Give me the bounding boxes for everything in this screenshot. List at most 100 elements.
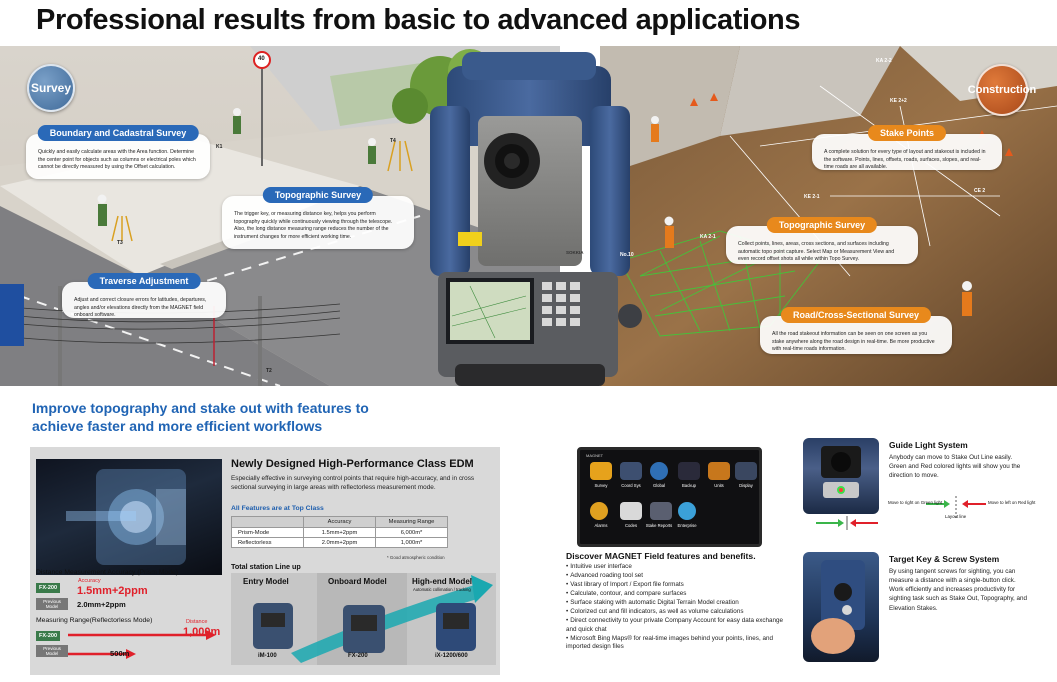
guide-light-illustration: [821, 446, 861, 498]
range-previous-tag: Previous Model: [36, 645, 68, 658]
card-road-survey: Road/Cross-Sectional Survey All the road…: [760, 307, 952, 354]
card-boundary-text: Quickly and easily calculate areas with …: [38, 149, 196, 171]
guide-light-image: [803, 438, 879, 514]
lineup-onboard-model: FX-200: [348, 653, 368, 659]
card-traverse: Traverse Adjustment Adjust and correct c…: [62, 273, 226, 318]
spec-col-blank: [231, 516, 304, 528]
card-stake-points: Stake Points A complete solution for eve…: [812, 125, 1002, 171]
list-item: Advanced roading tool set: [566, 572, 786, 581]
accuracy-previous-value: 2.0mm+2ppm: [77, 600, 126, 609]
spec-cell: 2.0mm+2ppm: [303, 537, 376, 548]
card-road-title: Road/Cross-Sectional Survey: [780, 307, 932, 323]
survey-badge: Survey: [27, 64, 75, 112]
guide-left-label: Move to left on Red light: [988, 500, 1036, 505]
subheading-line-2: achieve faster and more efficient workfl…: [32, 418, 323, 435]
units-app-icon[interactable]: [708, 462, 730, 480]
global-app-icon[interactable]: [650, 462, 668, 480]
accuracy-fx200-value: 1.5mm+2ppm: [77, 585, 148, 597]
coord-sys-app-icon[interactable]: [620, 462, 642, 480]
units-app-label: Units: [714, 483, 724, 488]
display-app-icon[interactable]: [735, 462, 757, 480]
edm-panel: Newly Designed High-Performance Class ED…: [30, 447, 500, 675]
spec-table-header: Accuracy Measuring Range: [231, 516, 448, 528]
codes-app-icon[interactable]: [620, 502, 642, 520]
lineup-illustration: [253, 573, 493, 665]
point-label-ke21: KE 2-1: [804, 194, 820, 200]
card-topo-right: Topographic Survey Collect points, lines…: [726, 217, 918, 264]
lineup-heading: Total station Line up: [231, 562, 301, 571]
card-stake-text: A complete solution for every type of la…: [824, 149, 986, 171]
spec-cell: 6,000m*: [375, 527, 448, 538]
spec-table: Accuracy Measuring Range Prism-Mode 1.5m…: [231, 516, 448, 548]
target-key-image: [803, 552, 879, 662]
alarms-app-icon[interactable]: [590, 502, 608, 520]
list-item: Colorized cut and fill indicators, as we…: [566, 608, 786, 617]
spec-cell: Reflectorless: [231, 537, 304, 548]
backup-app-icon[interactable]: [678, 462, 700, 480]
card-boundary-survey: Boundary and Cadastral Survey Quickly an…: [26, 125, 210, 179]
range-fx200-value: 1,000m: [183, 626, 221, 638]
enterprise-app-icon[interactable]: [678, 502, 696, 520]
point-label-t3: T3: [117, 240, 123, 246]
guide-layout-line-label: Layout line: [945, 514, 967, 519]
spec-cell: Prism-Mode: [231, 527, 304, 538]
survey-app-label: Survey: [594, 483, 608, 488]
point-label-ce2: CE 2: [974, 188, 986, 194]
global-app-label: Global: [652, 483, 666, 488]
guide-light-diagram: [926, 496, 986, 518]
stake-reports-app-icon[interactable]: [650, 502, 672, 520]
edm-cutaway-illustration: [66, 469, 186, 565]
guide-light-title: Guide Light System: [889, 440, 968, 450]
total-station-illustration: [430, 52, 642, 386]
codes-app-label: Codes: [624, 523, 638, 528]
enterprise-app-label: Enterprise: [677, 523, 697, 528]
spec-cell: 1.5mm+2ppm: [303, 527, 376, 538]
features-heading: All Features are at Top Class: [231, 505, 324, 512]
construction-badge: Construction: [968, 64, 1036, 116]
point-label-ka21: KA 2-1: [700, 234, 716, 240]
card-road-text: All the road stakeout information can be…: [772, 331, 935, 353]
lineup-entry-label: Entry Model: [243, 577, 289, 586]
list-item: Microsoft Bing Maps® for real-time image…: [566, 635, 786, 653]
table-row: Prism-Mode 1.5mm+2ppm 6,000m*: [231, 527, 448, 538]
point-label-ke22: KE 2+2: [890, 98, 907, 104]
page-headline: Professional results from basic to advan…: [36, 4, 801, 36]
backup-app-label: Backup: [682, 483, 696, 488]
list-item: Vast library of Import / Export file for…: [566, 581, 786, 590]
edm-cutaway-image: [36, 459, 222, 575]
magnet-heading: Discover MAGNET Field features and benef…: [566, 551, 756, 561]
instrument-brand: SOKKIA: [566, 250, 584, 255]
speed-sign-label: 40: [258, 56, 265, 62]
guide-right-label: Move to right on Green light: [888, 500, 943, 505]
spec-col-accuracy: Accuracy: [303, 516, 376, 528]
target-key-title: Target Key & Screw System: [889, 554, 1000, 564]
lineup-highend-label: High-end Model: [412, 577, 472, 586]
list-item: Intuitive user interface: [566, 563, 786, 572]
card-stake-title: Stake Points: [867, 125, 947, 141]
list-item: Surface staking with automatic Digital T…: [566, 599, 786, 608]
magnet-field-screen: MAGNET Survey Coord Sys Global Backup Un…: [577, 447, 762, 547]
edm-title: Newly Designed High-Performance Class ED…: [231, 458, 474, 470]
card-topo-left-text: The trigger key, or measuring distance k…: [234, 211, 393, 240]
target-key-illustration: [811, 560, 865, 654]
spec-table-note: * Good atmospheric condition: [387, 555, 445, 560]
stake-reports-app-label: Stake Reports: [645, 523, 673, 528]
card-topo-right-title: Topographic Survey: [766, 217, 878, 233]
card-topo-right-text: Collect points, lines, areas, cross sect…: [738, 241, 895, 263]
section-subheading: Improve topography and stake out with fe…: [32, 399, 369, 435]
display-app-label: Display: [739, 483, 753, 488]
spec-col-range: Measuring Range: [375, 516, 448, 528]
list-item: Direct connectivity to your private Comp…: [566, 617, 786, 635]
lineup-highend-model: iX-1200/600: [435, 653, 468, 659]
magnet-feature-list: Intuitive user interface Advanced roadin…: [566, 563, 786, 652]
point-label-t4: T4: [390, 138, 396, 144]
spec-cell: 1,000m*: [375, 537, 448, 548]
survey-app-icon[interactable]: [590, 462, 612, 480]
point-label-no10: No.10: [620, 252, 634, 258]
distance-small-label: Distance: [186, 619, 208, 625]
coord-sys-app-label: Coord Sys: [621, 483, 641, 488]
card-boundary-title: Boundary and Cadastral Survey: [37, 125, 199, 141]
accuracy-comparison-label: Distance Measurement Accuracy (Prism Mod…: [36, 569, 179, 576]
range-arrows: [68, 630, 216, 659]
guide-light-description: Anybody can move to Stake Out Line easil…: [889, 454, 1021, 480]
